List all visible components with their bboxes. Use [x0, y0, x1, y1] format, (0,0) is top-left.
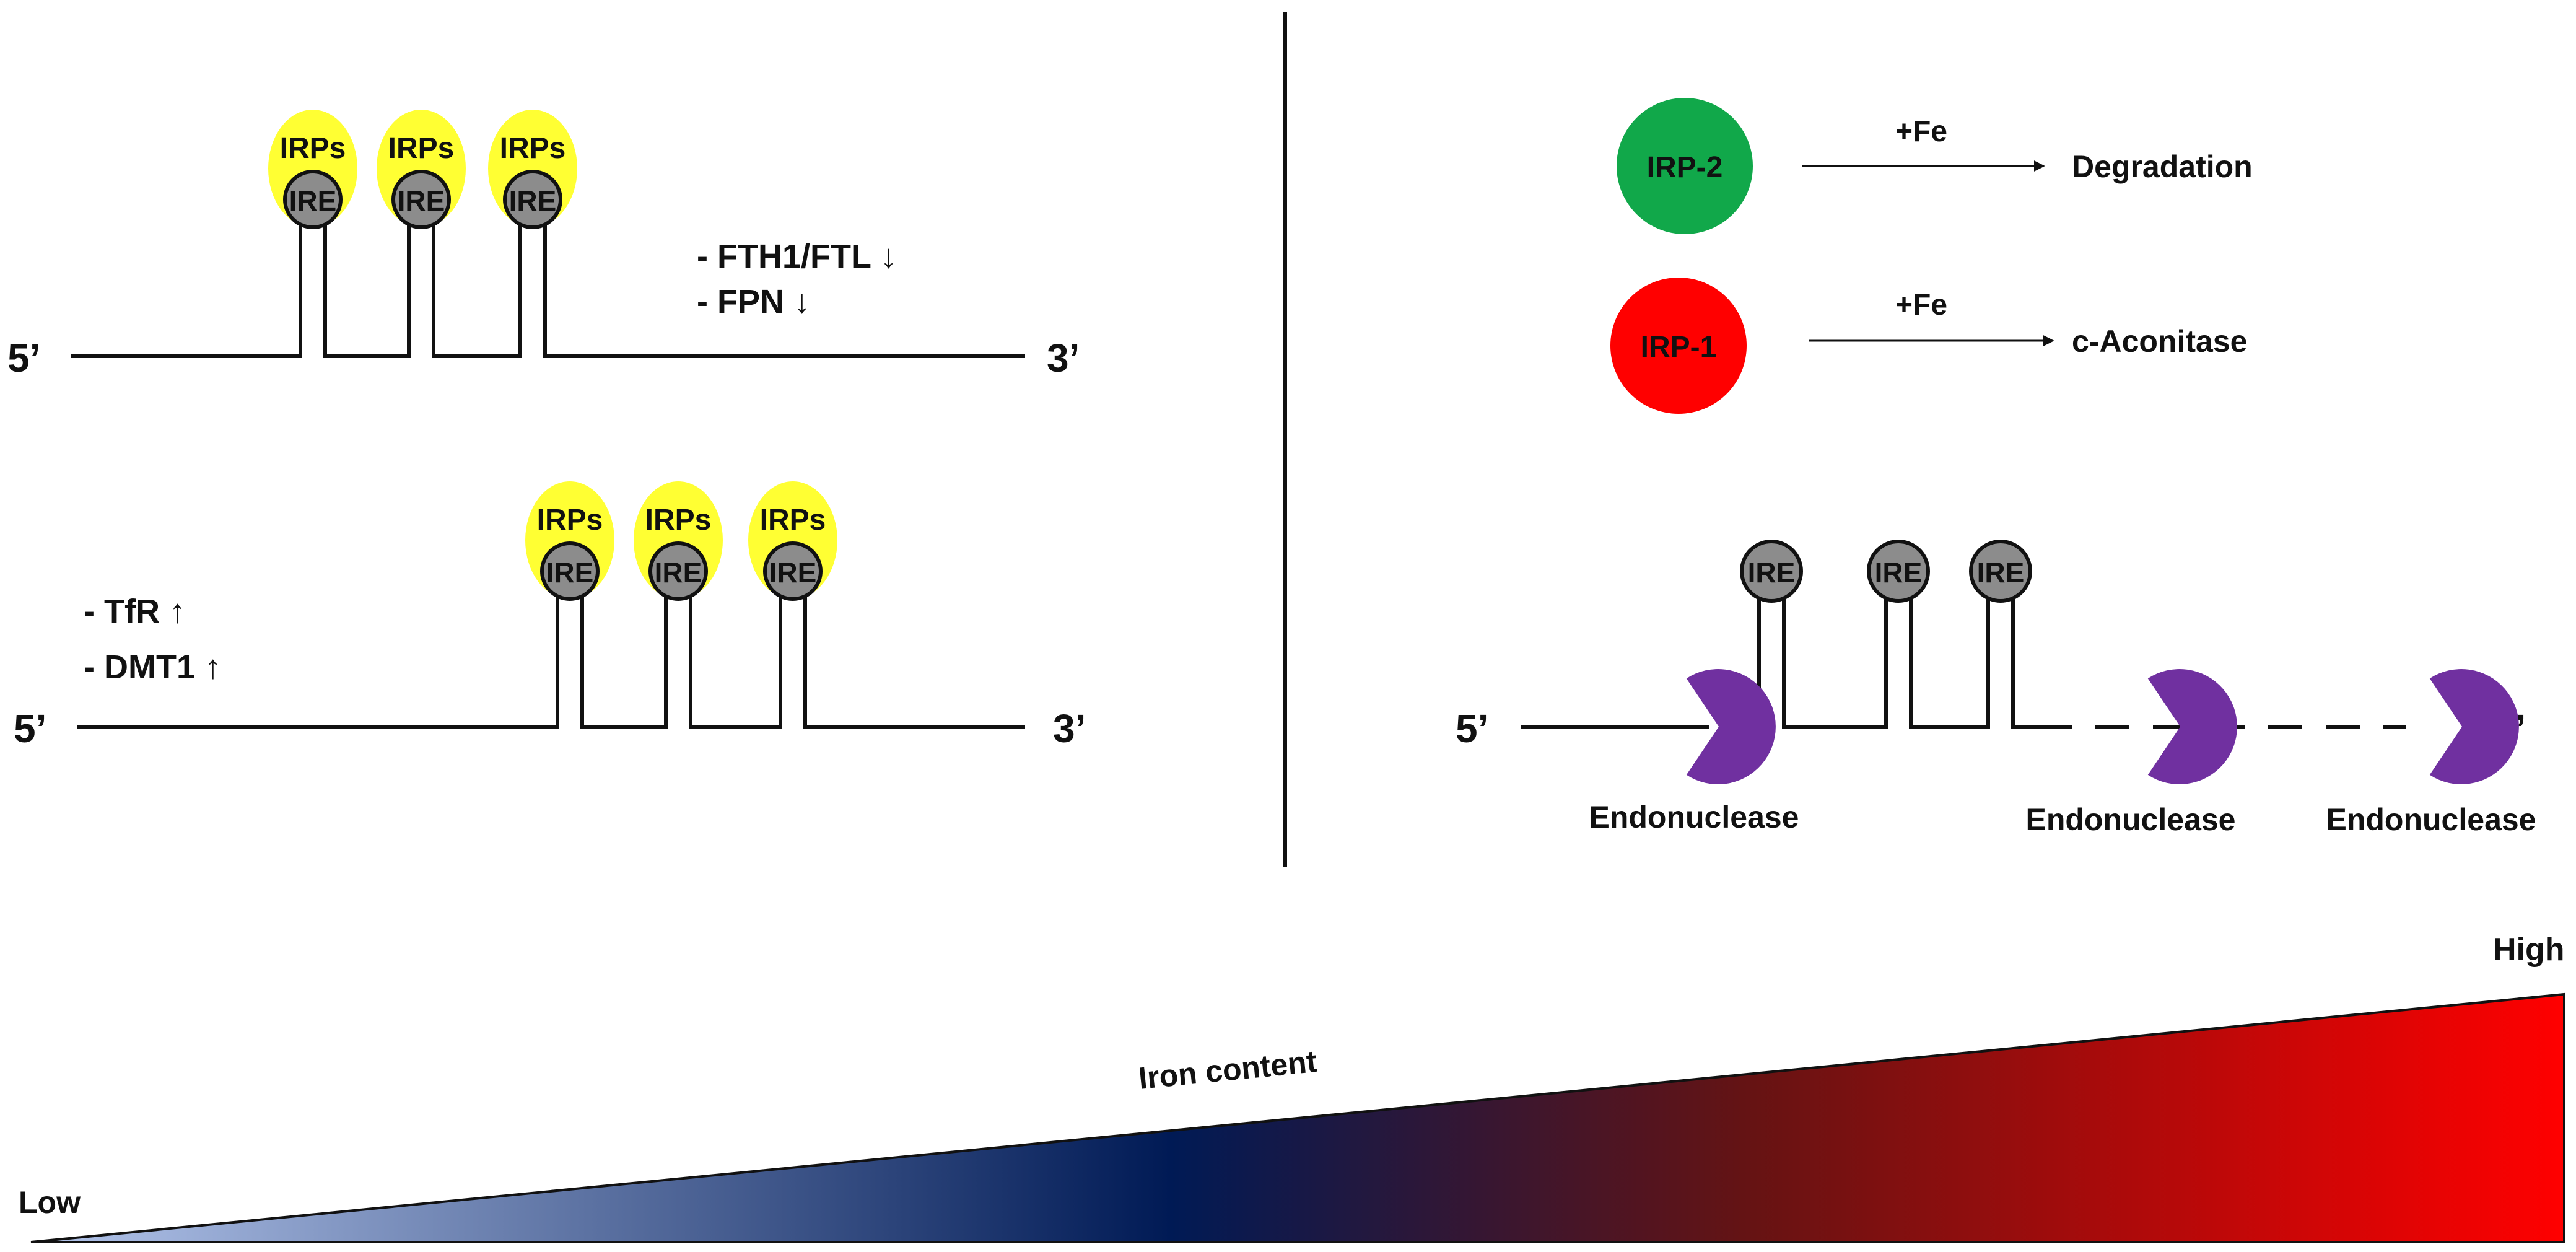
irps-label: IRPs	[500, 132, 566, 165]
effect-dmt1: - DMT1 ↑	[84, 649, 221, 686]
irp-complex: IRPs IRE	[488, 110, 577, 229]
irp1-circle	[1610, 278, 1747, 414]
right-mrna-degradation: 5’ 3’ IRE IRE IRE Endonuclease Endonucle…	[1456, 540, 2536, 837]
irp-complex: IRPs IRE	[634, 481, 723, 601]
ire-label: IRE	[1977, 556, 2025, 589]
irps-label: IRPs	[537, 504, 603, 536]
iron-content-title: Iron content	[1137, 1044, 1319, 1096]
ire-label: IRE	[398, 185, 445, 217]
ire-circle	[1740, 540, 1803, 603]
ire-stem: IRE	[1969, 540, 2032, 603]
iron-condition: +Fe	[1895, 289, 1947, 322]
five-prime-label: 5’	[1456, 706, 1488, 751]
three-prime-label: 3’	[1047, 336, 1080, 380]
ire-circle	[503, 170, 562, 229]
iron-content-gradient: Low High Iron content	[19, 932, 2565, 1243]
irps-label: IRPs	[280, 132, 346, 165]
ire-stem: IRE	[1740, 540, 1803, 603]
five-prime-label: 5’	[7, 336, 40, 380]
bottom-left-mrna: 5’ 3’ IRPs IRE IRPs IRE IRPs IRE - TfR ↑…	[14, 481, 1086, 751]
irp1-result: c-Aconitase	[2072, 324, 2247, 359]
irp-complex: IRPs IRE	[748, 481, 837, 601]
top-left-mrna: 5’ 3’ IRPs IRE IRPs IRE IRPs IRE - FTH1/…	[7, 110, 1080, 380]
ire-circle	[391, 170, 451, 229]
endonuclease-label: Endonuclease	[1589, 800, 1799, 834]
irps-label: IRPs	[645, 504, 712, 536]
effect-ferritin: - FTH1/FTL ↓	[697, 238, 897, 275]
mrna-strand	[1521, 585, 2038, 729]
low-label: Low	[19, 1185, 81, 1220]
irp2-circle	[1617, 98, 1753, 234]
ire-label: IRE	[1748, 556, 1796, 589]
ire-circle	[1867, 540, 1930, 603]
ire-label: IRE	[546, 556, 594, 589]
irp-complex: IRPs IRE	[268, 110, 357, 229]
ire-stem: IRE	[1867, 540, 1930, 603]
irp-fates: IRP-2 +Fe Degradation IRP-1 +Fe c-Aconit…	[1610, 98, 2253, 414]
mrna-strand	[71, 214, 1025, 358]
endonuclease-shape	[2429, 669, 2519, 784]
gradient-wedge	[30, 992, 2565, 1243]
ire-label: IRE	[289, 185, 337, 217]
endonuclease-label: Endonuclease	[2026, 802, 2236, 837]
irp2-row: IRP-2 +Fe Degradation	[1617, 98, 2253, 234]
endonuclease: Endonuclease	[2326, 669, 2536, 837]
irp1-label: IRP-1	[1641, 331, 1717, 364]
ire-circle	[648, 541, 708, 601]
irp2-result: Degradation	[2072, 149, 2253, 184]
ire-label: IRE	[509, 185, 557, 217]
ire-circle	[283, 170, 343, 229]
ire-circle	[763, 541, 823, 601]
endonuclease: Endonuclease	[2026, 669, 2237, 837]
iron-condition: +Fe	[1895, 115, 1947, 148]
irps-label: IRPs	[760, 504, 826, 536]
irp-complex: IRPs IRE	[525, 481, 614, 601]
effect-ferroportin: - FPN ↓	[697, 283, 810, 320]
mrna-strand	[77, 582, 1025, 729]
endonuclease: Endonuclease	[1589, 669, 1799, 834]
three-prime-label: 3’	[1053, 706, 1086, 751]
five-prime-label: 5’	[14, 706, 46, 751]
irp1-row: IRP-1 +Fe c-Aconitase	[1610, 278, 2247, 414]
high-label: High	[2493, 932, 2565, 968]
ire-label: IRE	[655, 556, 702, 589]
effect-transferrin-receptor: - TfR ↑	[84, 593, 186, 630]
ire-label: IRE	[1875, 556, 1923, 589]
irp2-label: IRP-2	[1647, 151, 1723, 184]
endonuclease-shape	[2147, 669, 2237, 784]
irps-label: IRPs	[388, 132, 455, 165]
ire-circle	[540, 541, 600, 601]
irp-complex: IRPs IRE	[377, 110, 466, 229]
ire-circle	[1969, 540, 2032, 603]
endonuclease-shape	[1686, 669, 1776, 784]
endonuclease-label: Endonuclease	[2326, 802, 2536, 837]
ire-label: IRE	[769, 556, 817, 589]
